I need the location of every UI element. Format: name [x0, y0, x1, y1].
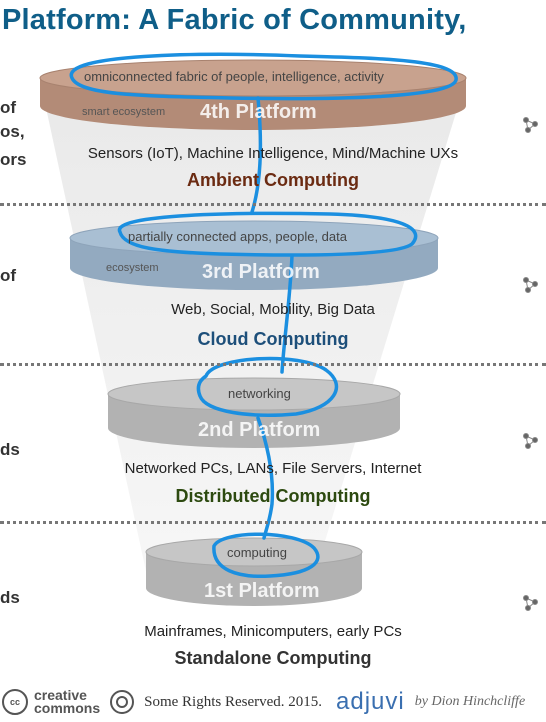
disk-top	[39, 59, 467, 97]
rights-notice: Some Rights Reserved. 2015.	[144, 693, 323, 710]
tier-description: Web, Social, Mobility, Big Data	[171, 301, 375, 318]
tier-divider	[0, 363, 546, 366]
tier-label: Distributed Computing	[175, 486, 371, 506]
platform-name: 4th Platform	[200, 101, 317, 123]
handwritten-annotation	[69, 52, 458, 579]
attribution-icon	[110, 690, 135, 714]
disk-sub-label: ecosystem	[106, 262, 159, 274]
platform-name: 2nd Platform	[198, 419, 321, 441]
disk-caption: omniconnected fabric of people, intellig…	[84, 69, 384, 84]
people-network-icon	[523, 117, 538, 133]
tier-label: Cloud Computing	[197, 329, 349, 349]
creative-commons-wordmark: creative commons	[34, 687, 101, 716]
tier-divider	[0, 203, 546, 206]
disk-caption: networking	[228, 386, 291, 401]
left-fragment: ds	[0, 588, 20, 607]
creative-commons-icon: cc	[2, 689, 28, 715]
brand-logo: adjuvi	[336, 688, 405, 715]
funnel-body	[40, 80, 466, 590]
tier-label: Ambient Computing	[187, 170, 359, 190]
author-credit: by Dion Hinchcliffe	[414, 694, 526, 709]
page-title: Platform: A Fabric of Community,	[2, 4, 467, 36]
left-fragment: of	[0, 266, 17, 285]
left-fragment: os,	[0, 122, 25, 141]
disk-sub-label: smart ecosystem	[82, 106, 166, 118]
disk-side	[146, 552, 362, 606]
platform-name: 3rd Platform	[202, 261, 320, 283]
people-network-icon	[523, 595, 538, 611]
platform-disk-4	[39, 59, 467, 130]
tier-description: Sensors (IoT), Machine Intelligence, Min…	[87, 145, 459, 162]
people-network-icon	[523, 433, 538, 449]
people-network-icon	[523, 277, 538, 293]
left-fragment: ds	[0, 440, 20, 459]
disk-caption: partially connected apps, people, data	[128, 229, 347, 244]
tier-description: Networked PCs, LANs, File Servers, Inter…	[124, 460, 422, 477]
tier-divider	[0, 521, 546, 524]
platform-name: 1st Platform	[204, 580, 320, 602]
left-fragment: ors	[0, 150, 27, 169]
tier-label: Standalone Computing	[174, 648, 372, 668]
tier-description: Mainframes, Minicomputers, early PCs	[144, 623, 402, 640]
footer: cc creative commons Some Rights Reserved…	[0, 686, 546, 718]
left-fragment: of	[0, 98, 17, 117]
disk-caption: computing	[227, 545, 287, 560]
